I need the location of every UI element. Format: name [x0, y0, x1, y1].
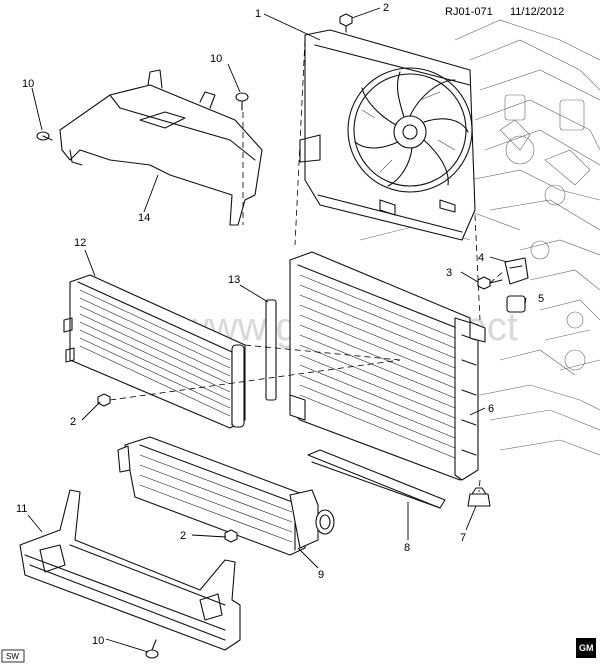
push-pin-right	[235, 92, 249, 225]
callout-3: 3	[446, 267, 452, 279]
bolt-2-left	[97, 393, 111, 407]
callout-2-lower: 2	[180, 530, 186, 542]
bolt-top	[339, 13, 353, 33]
callout-14: 14	[138, 212, 150, 224]
callouts: 1 2 10 10 3 4 5 12 13 2 6 11 2 9 7 8 10 …	[16, 2, 544, 647]
condenser	[63, 274, 246, 429]
radiator	[289, 251, 486, 481]
callout-1: 1	[255, 8, 261, 20]
lower-baffle	[307, 449, 446, 509]
sw-badge-text: SW	[6, 652, 19, 661]
callout-5: 5	[538, 293, 544, 305]
callout-10-left: 10	[22, 78, 34, 90]
alignment-lines	[109, 39, 506, 493]
diagram-id: RJ01-071	[445, 6, 493, 18]
callout-11: 11	[16, 503, 27, 515]
callout-12: 12	[74, 237, 86, 249]
bolt-2-lower	[224, 529, 238, 543]
callout-10-right: 10	[210, 53, 222, 65]
callout-4: 4	[478, 252, 484, 264]
push-pin-bottom	[145, 639, 159, 659]
callout-7: 7	[460, 532, 466, 544]
diagram-date: 11/12/2012	[510, 6, 564, 18]
callout-2-left: 2	[70, 416, 76, 428]
insulator-5	[506, 295, 526, 313]
push-pin-left	[36, 131, 53, 141]
leader-lines	[27, 7, 527, 653]
callout-8: 8	[404, 542, 410, 554]
callout-10-bottom: 10	[92, 635, 104, 647]
charge-air-cooler	[117, 436, 335, 556]
callout-9: 9	[318, 569, 324, 581]
lower-support	[19, 489, 241, 651]
air-deflector	[59, 69, 263, 226]
callout-6: 6	[488, 403, 494, 415]
seal-strip	[265, 299, 277, 401]
gm-logo-text: GM	[579, 643, 594, 653]
insulator-7	[467, 487, 491, 507]
fan-shroud-assembly	[299, 29, 476, 241]
callout-13: 13	[228, 274, 240, 286]
gm-logo: GM	[576, 638, 596, 658]
callout-2-top: 2	[383, 2, 389, 14]
bracket-4	[504, 257, 529, 285]
sw-badge: SW	[1, 649, 25, 663]
